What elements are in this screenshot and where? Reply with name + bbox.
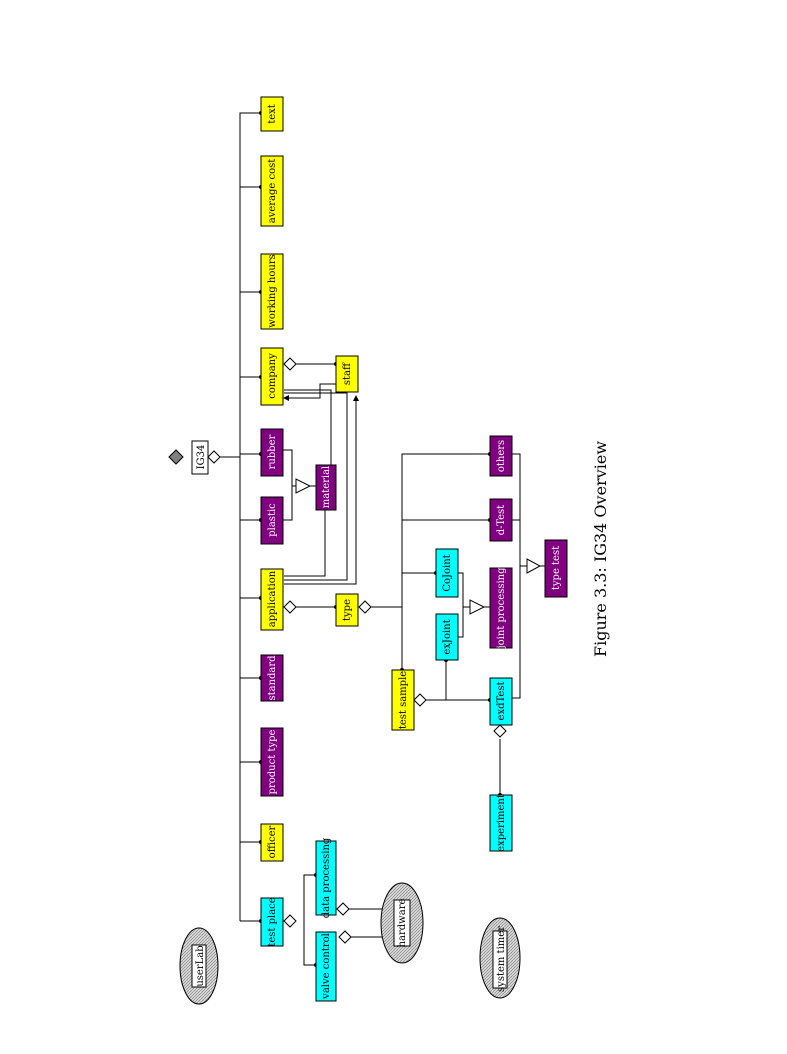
- ig34-box: [191, 440, 209, 475]
- text-box: [260, 96, 284, 132]
- edges: [220, 112, 545, 966]
- exd-test-label: exdTest: [496, 682, 507, 721]
- test-place-diamond: [283, 914, 297, 928]
- staff-box: [335, 355, 359, 393]
- rubber-box: [260, 428, 284, 477]
- exd-test-diamond: [493, 724, 507, 738]
- test-place-box: [260, 897, 284, 947]
- edge-material-to-application: [284, 510, 326, 577]
- working-hours-label: working hours: [267, 254, 278, 327]
- edge-test-place-branches: [303, 874, 316, 921]
- hardware-box: [393, 899, 411, 947]
- joint-processing-label: joint processing: [496, 567, 507, 650]
- node-boxes: [191, 96, 568, 1002]
- valve-control-label: valve control: [321, 933, 332, 1000]
- edge-application-to-staff: [284, 392, 348, 581]
- connection-dots: [259, 111, 502, 967]
- system-timer-label: system timer: [496, 926, 507, 992]
- product-type-label: product type: [267, 730, 278, 795]
- edge-application-to-company: [284, 395, 359, 585]
- material-label: material: [321, 466, 332, 509]
- experiment-box: [489, 794, 513, 852]
- cojoint-box: [435, 548, 459, 598]
- data-proc-diamond: [336, 902, 350, 916]
- edge-exd-inherit: [512, 566, 521, 699]
- figure-caption: Figure 3.3: IG34 Overview: [591, 441, 610, 657]
- root-hollow-diamond: [207, 450, 221, 464]
- cojoint-label: CoJoint: [442, 554, 453, 591]
- inheritance-triangles: [295, 478, 542, 615]
- type-diamond: [358, 600, 372, 614]
- edge-cojoint-inherit: [458, 572, 470, 608]
- type-test-label: type test: [551, 546, 562, 590]
- edge-material-to-company: [284, 389, 332, 465]
- type-test-box: [544, 539, 568, 598]
- plastic-box: [260, 496, 284, 545]
- dtest-label: d-Test: [496, 505, 507, 535]
- average-cost-box: [260, 155, 284, 227]
- edge-test-place-valve: [303, 921, 316, 966]
- application-diamond: [283, 600, 297, 614]
- edge-root-spine: [239, 112, 261, 457]
- edge-exjoint-inherit: [458, 607, 464, 638]
- userlab-label: userLab: [195, 945, 206, 986]
- officer-label: officer: [267, 825, 278, 858]
- product-type-box: [260, 727, 284, 797]
- application-label: application: [267, 570, 278, 627]
- data-processing-label: data processing: [321, 837, 332, 918]
- joint-processing-box: [489, 567, 513, 649]
- exjoint-box: [435, 613, 459, 661]
- standard-label: standard: [267, 655, 278, 701]
- actor-ellipses: [179, 882, 521, 1005]
- rubber-label: rubber: [267, 434, 278, 469]
- dtest-box: [489, 498, 513, 542]
- test-place-label: test place: [267, 897, 278, 946]
- userlab-box: [191, 944, 207, 988]
- system-timer-box: [492, 930, 508, 989]
- edge-plastic-inherit: [283, 486, 293, 521]
- material-box: [315, 464, 337, 511]
- others-label: others: [496, 440, 507, 472]
- officer-box: [260, 823, 284, 862]
- type-label: type: [342, 599, 353, 621]
- test-sample-box: [391, 669, 415, 731]
- average-cost-label: average cost: [267, 159, 278, 224]
- edge-staff-to-company: [283, 383, 336, 401]
- data-processing-box: [315, 840, 337, 916]
- company-label: company: [267, 353, 278, 399]
- ig34-label: IG34: [196, 445, 207, 470]
- staff-label: staff: [342, 362, 353, 385]
- plastic-label: plastic: [267, 503, 278, 537]
- material-triangle: [295, 478, 312, 494]
- hardware-label: hardware: [397, 899, 408, 948]
- exd-test-box: [489, 677, 513, 726]
- others-box: [489, 435, 513, 477]
- edge-test-sample-spine: [401, 453, 490, 670]
- exjoint-label: exJoint: [442, 619, 453, 654]
- type-box: [335, 593, 359, 627]
- working-hours-box: [260, 253, 284, 330]
- joint-triangle: [469, 599, 486, 615]
- node-labels: IG34 text average cost working hours com…: [195, 104, 562, 1000]
- company-diamond: [283, 357, 297, 371]
- valve-control-box: [315, 931, 337, 1002]
- test-sample-label: test sample: [398, 671, 409, 729]
- standard-box: [260, 654, 284, 702]
- application-box: [260, 568, 284, 631]
- diamonds: [168, 357, 507, 944]
- root-filled-diamond: [168, 449, 184, 465]
- test-sample-diamond: [413, 693, 427, 707]
- valve-diamond: [338, 930, 352, 944]
- type-test-triangle: [526, 558, 542, 574]
- company-box: [260, 347, 284, 406]
- experiment-label: experiment: [496, 794, 507, 852]
- edge-others-inherit: [512, 453, 527, 567]
- text-label: text: [267, 104, 278, 124]
